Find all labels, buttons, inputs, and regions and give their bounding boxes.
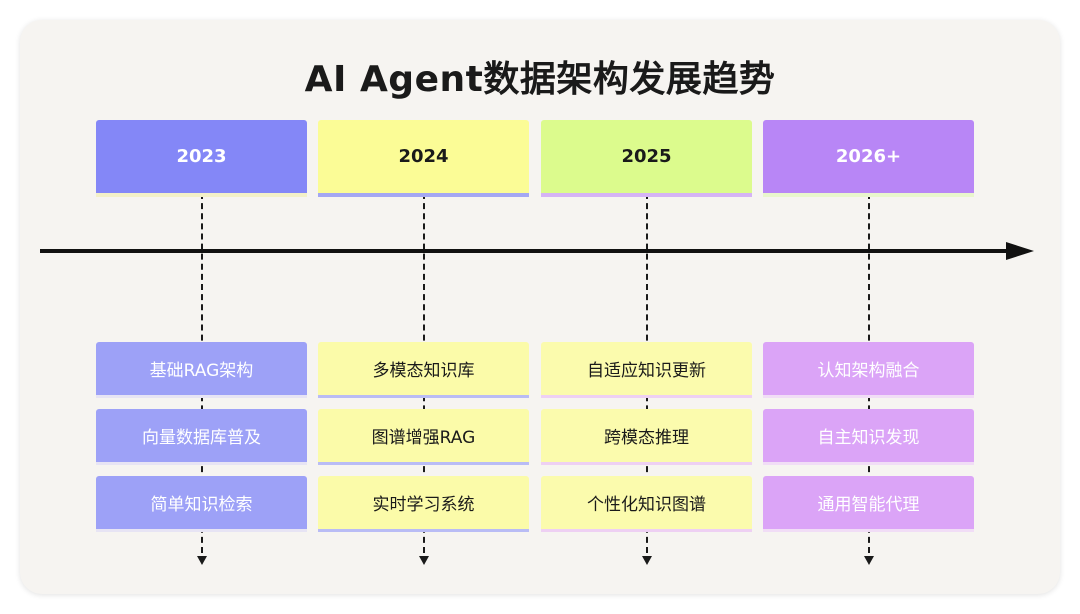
column-2-item-1: 多模态知识库 (318, 342, 529, 398)
year-header-1: 2023 (96, 120, 307, 197)
timeline-axis (40, 249, 1008, 253)
column-4-item-1: 认知架构融合 (763, 342, 974, 398)
year-header-3: 2025 (541, 120, 752, 197)
column-1-item-3: 简单知识检索 (96, 476, 307, 532)
column-2-item-2: 图谱增强RAG (318, 409, 529, 465)
column-3-arrow-down-icon (642, 556, 652, 565)
column-2-item-3: 实时学习系统 (318, 476, 529, 532)
column-1-arrow-down-icon (197, 556, 207, 565)
column-1-item-1: 基础RAG架构 (96, 342, 307, 398)
column-1-item-2: 向量数据库普及 (96, 409, 307, 465)
column-3-item-3: 个性化知识图谱 (541, 476, 752, 532)
year-header-2: 2024 (318, 120, 529, 197)
column-4-item-3: 通用智能代理 (763, 476, 974, 532)
diagram-title: AI Agent数据架构发展趋势 (304, 59, 776, 100)
column-3-item-2: 跨模态推理 (541, 409, 752, 465)
column-4-item-2: 自主知识发现 (763, 409, 974, 465)
column-2-arrow-down-icon (419, 556, 429, 565)
column-3-item-1: 自适应知识更新 (541, 342, 752, 398)
column-4-arrow-down-icon (864, 556, 874, 565)
year-header-4: 2026+ (763, 120, 974, 197)
timeline-arrow-icon (1006, 242, 1034, 260)
